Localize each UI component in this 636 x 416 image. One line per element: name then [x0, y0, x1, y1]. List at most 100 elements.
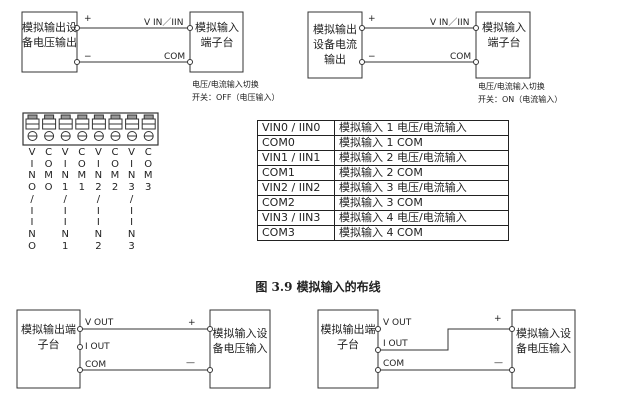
terminal-label-char: 2 — [95, 182, 102, 194]
terminal-block — [22, 112, 159, 146]
terminal-label-char: I — [63, 205, 67, 217]
iout-label: I OUT — [85, 342, 110, 352]
terminal-label-char: N — [94, 170, 103, 182]
terminal-name: COM0 — [257, 135, 335, 151]
minus-label: — — [494, 358, 503, 368]
terminal-label-char: V — [94, 147, 102, 158]
terminal-description: 模拟输入 1 COM — [334, 135, 509, 151]
terminal-label-char: O — [28, 240, 36, 252]
terminal-label-char: I — [30, 217, 34, 229]
terminal-label-char: O — [28, 182, 36, 194]
terminal-label-char: / — [30, 193, 34, 205]
terminal-screw — [141, 114, 156, 141]
terminal-label-char: 3 — [145, 182, 152, 194]
vout-label: V OUT — [383, 318, 412, 328]
terminal-label-char: O — [44, 182, 53, 194]
terminal-screw — [108, 114, 123, 141]
terminal-label-char: / — [96, 193, 101, 205]
terminal-description: 模拟输入 2 COM — [334, 165, 509, 181]
terminal-label-char: 1 — [62, 240, 69, 252]
terminal-label-char: 3 — [128, 182, 135, 194]
terminal-label-char: N — [127, 170, 136, 182]
target-box-label: 模拟输入设备电压输入 — [212, 327, 268, 355]
box-outline — [21, 11, 78, 73]
terminal-description: 模拟输入 4 COM — [334, 225, 509, 241]
terminal-label-char: N — [127, 228, 136, 240]
terminal-label-char: I — [96, 158, 100, 170]
terminal-screw — [58, 114, 73, 141]
terminal-screw — [42, 114, 57, 141]
terminal-label-char: O — [44, 158, 53, 170]
terminal-label-char: V — [128, 147, 136, 158]
terminal-label-char: M — [77, 170, 87, 182]
minus-label: − — [84, 52, 92, 62]
terminal-label-char: M — [110, 170, 120, 182]
terminal-description: 模拟输入 2 电压/电流输入 — [334, 150, 509, 166]
terminal-name: COM3 — [257, 225, 335, 241]
com-label: COM — [85, 360, 107, 370]
terminal-label-char: I — [96, 217, 100, 229]
switch-caption: 开关：OFF（电压输入） — [192, 93, 280, 102]
terminal-label-char: I — [30, 158, 34, 170]
figure-caption: 图 3.9 模拟输入的布线 — [255, 280, 381, 294]
vin-label: V IN／IIN — [430, 18, 470, 28]
minus-label: − — [368, 52, 376, 62]
terminal-label-char: I — [130, 205, 134, 217]
terminal-label-char: N — [61, 228, 69, 240]
source-box-label: 模拟输出设备电流输出 — [313, 23, 357, 66]
target-box-label: 模拟输入设备电压输入 — [516, 327, 571, 355]
iout-label: I OUT — [383, 339, 408, 349]
box-outline — [307, 11, 363, 79]
plus-label: + — [188, 318, 196, 328]
source-box-label: 模拟输出端子台 — [21, 323, 76, 351]
terminal-label-char: 2 — [111, 182, 119, 194]
terminal-label-char: I — [130, 158, 134, 170]
terminal-label-char: C — [78, 147, 86, 158]
vin-label: V IN／IIN — [144, 18, 184, 28]
terminal-label-char: C — [144, 147, 152, 158]
terminal-label-char: M — [44, 170, 53, 182]
terminal-name: COM1 — [257, 165, 335, 181]
plus-label: + — [368, 14, 376, 24]
terminal-description: 模拟输入 3 电压/电流输入 — [334, 180, 509, 196]
terminal-label-char: N — [28, 170, 36, 182]
terminal-label-char: C — [45, 147, 53, 158]
switch-caption: 开关：ON（电流输入） — [478, 95, 563, 104]
plus-label: + — [494, 314, 502, 324]
terminal-label-char: I — [63, 217, 67, 229]
com-label: COM — [383, 359, 405, 369]
terminal-label-char: N — [28, 228, 36, 240]
terminal-label-char: N — [94, 228, 103, 240]
terminal-label-char: M — [143, 170, 153, 182]
terminal-label-char: 2 — [95, 240, 102, 252]
terminal-label-char: O — [111, 158, 119, 170]
minus-label: — — [186, 358, 195, 368]
terminal-label-char: / — [63, 193, 67, 205]
terminal-name: COM2 — [257, 195, 335, 211]
terminal-description: 模拟输入 1 电压/电流输入 — [334, 120, 509, 136]
box-outline — [189, 11, 244, 73]
terminal-label-char: 1 — [78, 182, 85, 194]
vout-label: V OUT — [85, 318, 114, 328]
terminal-label-char: / — [129, 193, 134, 205]
switch-caption: 电压/电流输入切换 — [192, 80, 259, 89]
terminal-label-char: V — [28, 147, 36, 158]
terminal-screw — [91, 114, 106, 141]
terminal-name: VIN2 / IIN2 — [257, 180, 335, 196]
terminal-label-char: O — [77, 158, 86, 170]
source-box-label: 模拟输出端子台 — [320, 323, 376, 351]
terminal-name: VIN3 / IIN3 — [257, 210, 335, 226]
com-label: COM — [450, 52, 472, 62]
